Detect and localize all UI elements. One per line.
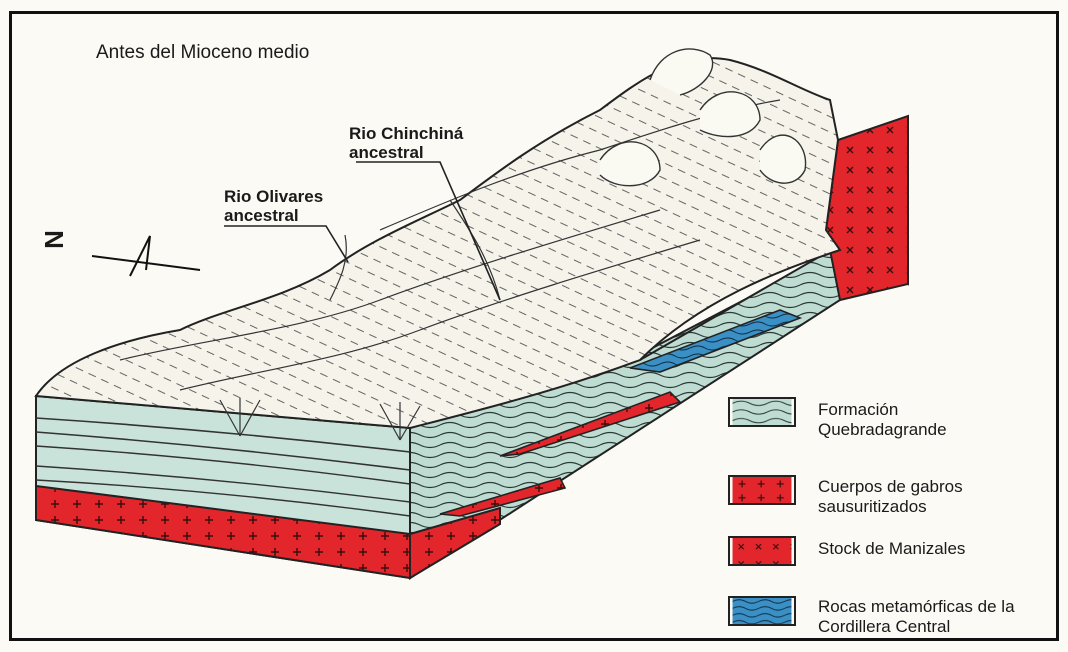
label-rio-chinchina-line2: ancestral: [349, 143, 463, 162]
legend-item-stock: Stock de Manizales: [818, 539, 965, 559]
legend-swatch-formacion: [728, 397, 796, 427]
legend-formacion-line2: Quebradagrande: [818, 420, 947, 440]
legend-metamorficas-line2: Cordillera Central: [818, 617, 1015, 637]
legend-stock-line1: Stock de Manizales: [818, 539, 965, 559]
legend-swatch-gabros: [728, 475, 796, 505]
legend-swatch-stock: [728, 536, 796, 566]
legend-swatch-metamorficas: [728, 596, 796, 626]
legend-gabros-line1: Cuerpos de gabros: [818, 477, 963, 497]
north-arrow: [92, 236, 200, 276]
terrain-surface: [36, 49, 840, 440]
olivares-leader: [224, 226, 348, 262]
legend-formacion-line1: Formación: [818, 400, 947, 420]
legend-item-metamorficas: Rocas metamórficas de la Cordillera Cent…: [818, 597, 1015, 637]
north-letter: N: [38, 230, 69, 249]
label-rio-olivares: Rio Olivares ancestral: [224, 187, 323, 225]
legend-metamorficas-line1: Rocas metamórficas de la: [818, 597, 1015, 617]
diagram-title: Antes del Mioceno medio: [96, 42, 309, 64]
legend-item-gabros: Cuerpos de gabros sausuritizados: [818, 477, 963, 517]
label-rio-chinchina: Rio Chinchiná ancestral: [349, 124, 463, 162]
label-rio-olivares-line1: Rio Olivares: [224, 187, 323, 206]
label-rio-chinchina-line1: Rio Chinchiná: [349, 124, 463, 143]
label-rio-olivares-line2: ancestral: [224, 206, 323, 225]
legend-gabros-line2: sausuritizados: [818, 497, 963, 517]
legend-item-formacion: Formación Quebradagrande: [818, 400, 947, 440]
